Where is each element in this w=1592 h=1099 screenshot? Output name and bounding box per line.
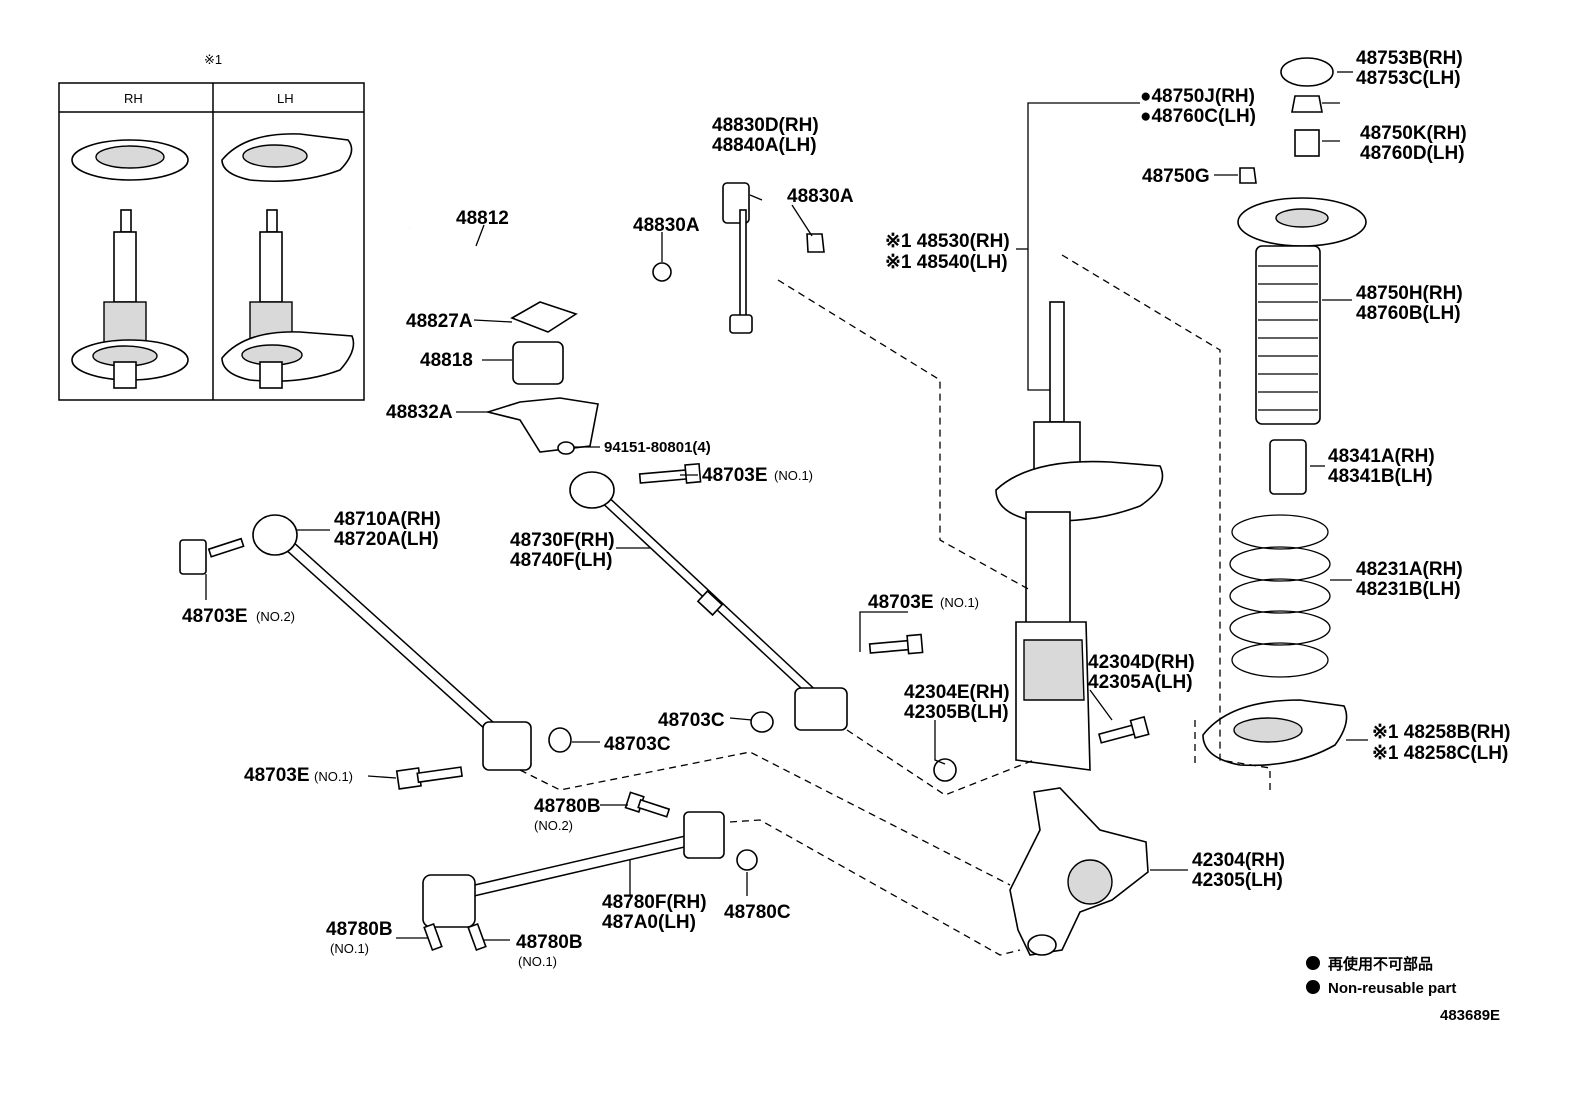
legend: 再使用不可部品 Non-reusable part — [1306, 955, 1456, 997]
inset-col-lh: LH — [277, 91, 294, 106]
upper-arm-48710a — [179, 514, 532, 771]
label-48530: ※1 48530(RH) — [885, 231, 1010, 252]
inset-rh-parts — [71, 139, 189, 389]
label-48258b: ※1 48258B(RH) — [1372, 722, 1510, 743]
inset-lh-parts — [221, 133, 355, 389]
label-48780b-right-no: (NO.1) — [518, 954, 557, 969]
label-42305: 42305(LH) — [1192, 870, 1283, 891]
stabilizer-bar — [409, 182, 825, 455]
label-48231a: 48231A(RH) — [1356, 559, 1463, 580]
inset-col-rh: RH — [124, 91, 143, 106]
label-48703e-mid-no: (NO.1) — [940, 595, 979, 610]
label-48703e-no2-no: (NO.2) — [256, 609, 295, 624]
label-48540: ※1 48540(LH) — [885, 252, 1008, 273]
label-48703e-mid: 48703E — [868, 592, 934, 613]
label-48760d: 48760D(LH) — [1360, 143, 1465, 164]
label-48753b: 48753B(RH) — [1356, 48, 1463, 69]
legend-line-en: Non-reusable part — [1328, 980, 1456, 997]
label-48830d: 48830D(RH) — [712, 115, 819, 136]
label-48341a: 48341A(RH) — [1328, 446, 1435, 467]
bullet-icon — [1306, 956, 1320, 970]
steering-knuckle — [1009, 787, 1149, 956]
bullet-icon — [1306, 980, 1320, 994]
label-42304d: 42304D(RH) — [1088, 652, 1195, 673]
lower-arm-48780f — [422, 811, 725, 928]
label-48703c-a: 48703C — [658, 710, 725, 731]
inset-box: ※1 RH LH — [58, 52, 365, 401]
label-48703e-low-no: (NO.1) — [314, 769, 353, 784]
label-48780b-left: 48780B — [326, 919, 393, 940]
label-48780f: 48780F(RH) — [602, 892, 707, 913]
label-48780b-top-no: (NO.2) — [534, 818, 573, 833]
inset-mark: ※1 — [204, 52, 222, 67]
label-48830a-left: 48830A — [633, 215, 700, 236]
assembly-dashed-lines — [519, 254, 1271, 956]
label-48710a: 48710A(RH) — [334, 509, 441, 530]
label-48703e-low: 48703E — [244, 765, 310, 786]
label-48730f: 48730F(RH) — [510, 530, 615, 551]
label-48760c: ●48760C(LH) — [1140, 106, 1256, 127]
label-48750g: 48750G — [1142, 166, 1210, 187]
label-48703c-b: 48703C — [604, 734, 671, 755]
label-48830a-right: 48830A — [787, 186, 854, 207]
label-48703e-top-no: (NO.1) — [774, 468, 813, 483]
label-48780b-top: 48780B — [534, 796, 601, 817]
label-48818: 48818 — [420, 350, 473, 371]
label-48827a: 48827A — [406, 311, 473, 332]
label-48720a: 48720A(LH) — [334, 529, 439, 550]
label-48341b: 48341B(LH) — [1328, 466, 1433, 487]
label-42305a: 42305A(LH) — [1088, 672, 1193, 693]
label-48750k: 48750K(RH) — [1360, 123, 1467, 144]
label-42305b: 42305B(LH) — [904, 702, 1009, 723]
label-48231b: 48231B(LH) — [1356, 579, 1461, 600]
label-48780c: 48780C — [724, 902, 791, 923]
label-48780b-right: 48780B — [516, 932, 583, 953]
label-48812: 48812 — [456, 208, 509, 229]
label-48750h: 48750H(RH) — [1356, 283, 1463, 304]
upper-mount-stack — [1202, 57, 1367, 767]
shock-absorber — [995, 301, 1164, 771]
label-48753c: 48753C(LH) — [1356, 68, 1461, 89]
label-487a0: 487A0(LH) — [602, 912, 696, 933]
label-94151: 94151-80801(4) — [604, 439, 711, 456]
label-48740f: 48740F(LH) — [510, 550, 612, 571]
label-42304: 42304(RH) — [1192, 850, 1285, 871]
label-48258c: ※1 48258C(LH) — [1372, 743, 1508, 764]
label-48840a: 48840A(LH) — [712, 135, 817, 156]
figure-code: 483689E — [1440, 1007, 1500, 1024]
label-48780b-left-no: (NO.1) — [330, 941, 369, 956]
label-42304e: 42304E(RH) — [904, 682, 1010, 703]
label-48703e-top: 48703E — [702, 465, 768, 486]
label-48703e-no2: 48703E — [182, 606, 248, 627]
label-48760b: 48760B(LH) — [1356, 303, 1461, 324]
toe-arm-48730f — [569, 471, 848, 731]
leader-lines — [205, 71, 1368, 941]
label-48832a: 48832A — [386, 402, 453, 423]
label-48750j: ●48750J(RH) — [1140, 86, 1255, 107]
legend-line-jp: 再使用不可部品 — [1328, 955, 1433, 973]
bolts — [207, 462, 1150, 952]
part-labels: 48753B(RH) 48753C(LH) ●48750J(RH) ●48760… — [182, 48, 1510, 969]
